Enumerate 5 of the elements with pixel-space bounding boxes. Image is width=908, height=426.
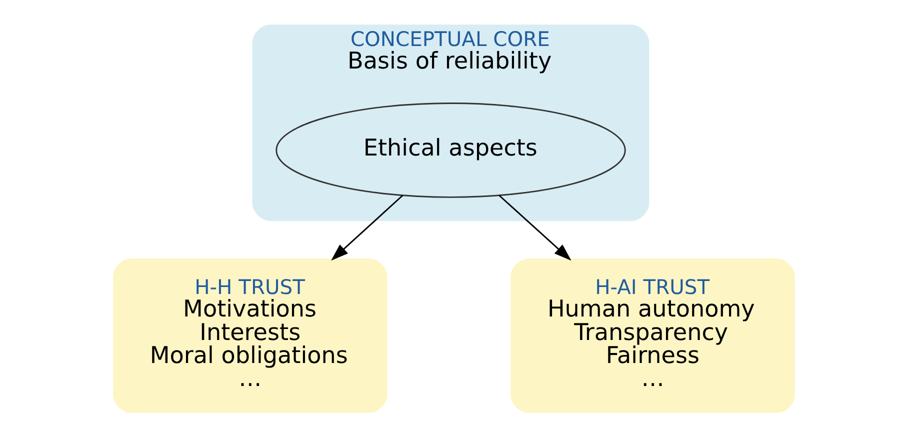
arrow xyxy=(498,194,572,261)
node-box: H-H TRUST Motivations Interests Moral obligations … xyxy=(113,258,388,413)
node-box: H-AI TRUST Human autonomy Transparency Fairness … xyxy=(510,258,795,413)
arrow xyxy=(331,194,404,261)
node-ellipse: Ethical aspects xyxy=(276,102,626,198)
